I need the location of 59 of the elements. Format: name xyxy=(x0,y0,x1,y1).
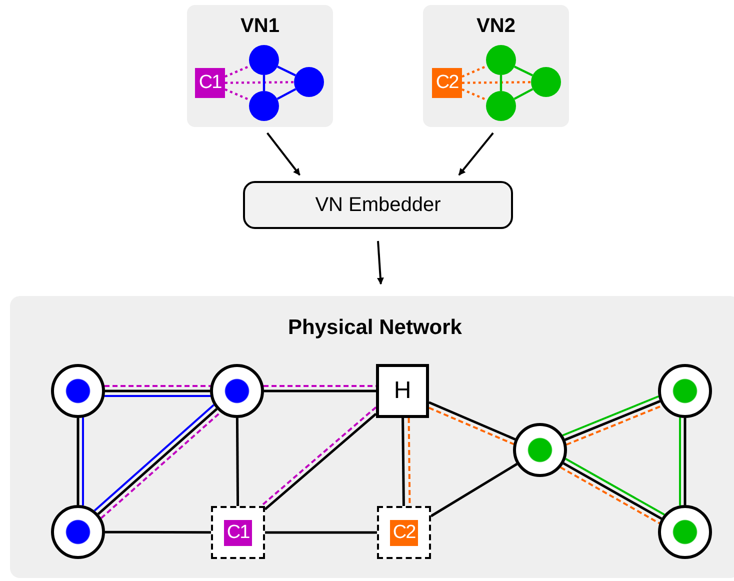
process-label: VN Embedder xyxy=(315,194,441,216)
controller-box xyxy=(211,506,265,559)
virtual-node-circle xyxy=(294,67,324,97)
virtual-node-circle xyxy=(486,91,516,121)
link-line xyxy=(105,530,211,534)
link-line xyxy=(224,81,294,84)
link-line xyxy=(264,385,376,387)
link-line xyxy=(428,401,516,440)
hub-box xyxy=(376,364,429,418)
link-line xyxy=(104,385,210,387)
link-line xyxy=(679,418,681,506)
panel-title: VN1 xyxy=(240,15,280,38)
tag-label: C2 xyxy=(436,72,458,94)
network-node-circle xyxy=(51,505,105,559)
network-node-circle xyxy=(210,364,264,418)
link-line xyxy=(236,418,240,506)
virtual-node-circle xyxy=(531,67,561,97)
network-panel xyxy=(187,5,333,127)
hub-label: H xyxy=(394,377,412,405)
link-line xyxy=(265,531,377,534)
controller-box xyxy=(377,506,431,559)
virtual-node-circle xyxy=(486,45,516,75)
link-line xyxy=(402,418,405,506)
link-line xyxy=(264,390,376,392)
link-line xyxy=(428,406,514,446)
link-line xyxy=(500,75,502,91)
link-line xyxy=(462,81,532,84)
link-line xyxy=(277,66,296,76)
link-line xyxy=(224,64,251,78)
link-line xyxy=(514,88,534,100)
network-panel xyxy=(10,296,734,578)
arrow xyxy=(376,240,384,285)
panel-title: Physical Network xyxy=(288,316,462,340)
arrow xyxy=(458,132,494,176)
link-line xyxy=(76,418,80,505)
virtual-node-circle xyxy=(249,45,279,75)
link-line xyxy=(684,418,686,505)
network-node-circle xyxy=(658,505,712,559)
controller-label: C1 xyxy=(224,520,252,546)
panel-title: VN2 xyxy=(476,15,516,38)
network-node-circle xyxy=(658,364,712,418)
link-line xyxy=(224,88,251,102)
arrow xyxy=(266,132,300,176)
link-line xyxy=(462,88,488,102)
controller-label: C2 xyxy=(390,520,418,546)
tag-label: C1 xyxy=(198,72,222,94)
link-line xyxy=(82,418,84,506)
link-line xyxy=(514,66,533,76)
network-node-circle xyxy=(513,423,567,477)
virtual-node-circle xyxy=(249,91,279,121)
link-line xyxy=(430,462,518,518)
link-line xyxy=(105,390,210,392)
network-panel xyxy=(423,5,569,127)
link-line xyxy=(462,64,488,78)
link-line xyxy=(104,395,210,397)
link-line xyxy=(276,88,296,100)
link-line xyxy=(262,75,266,91)
process-box xyxy=(243,181,513,229)
network-node-circle xyxy=(51,364,105,418)
